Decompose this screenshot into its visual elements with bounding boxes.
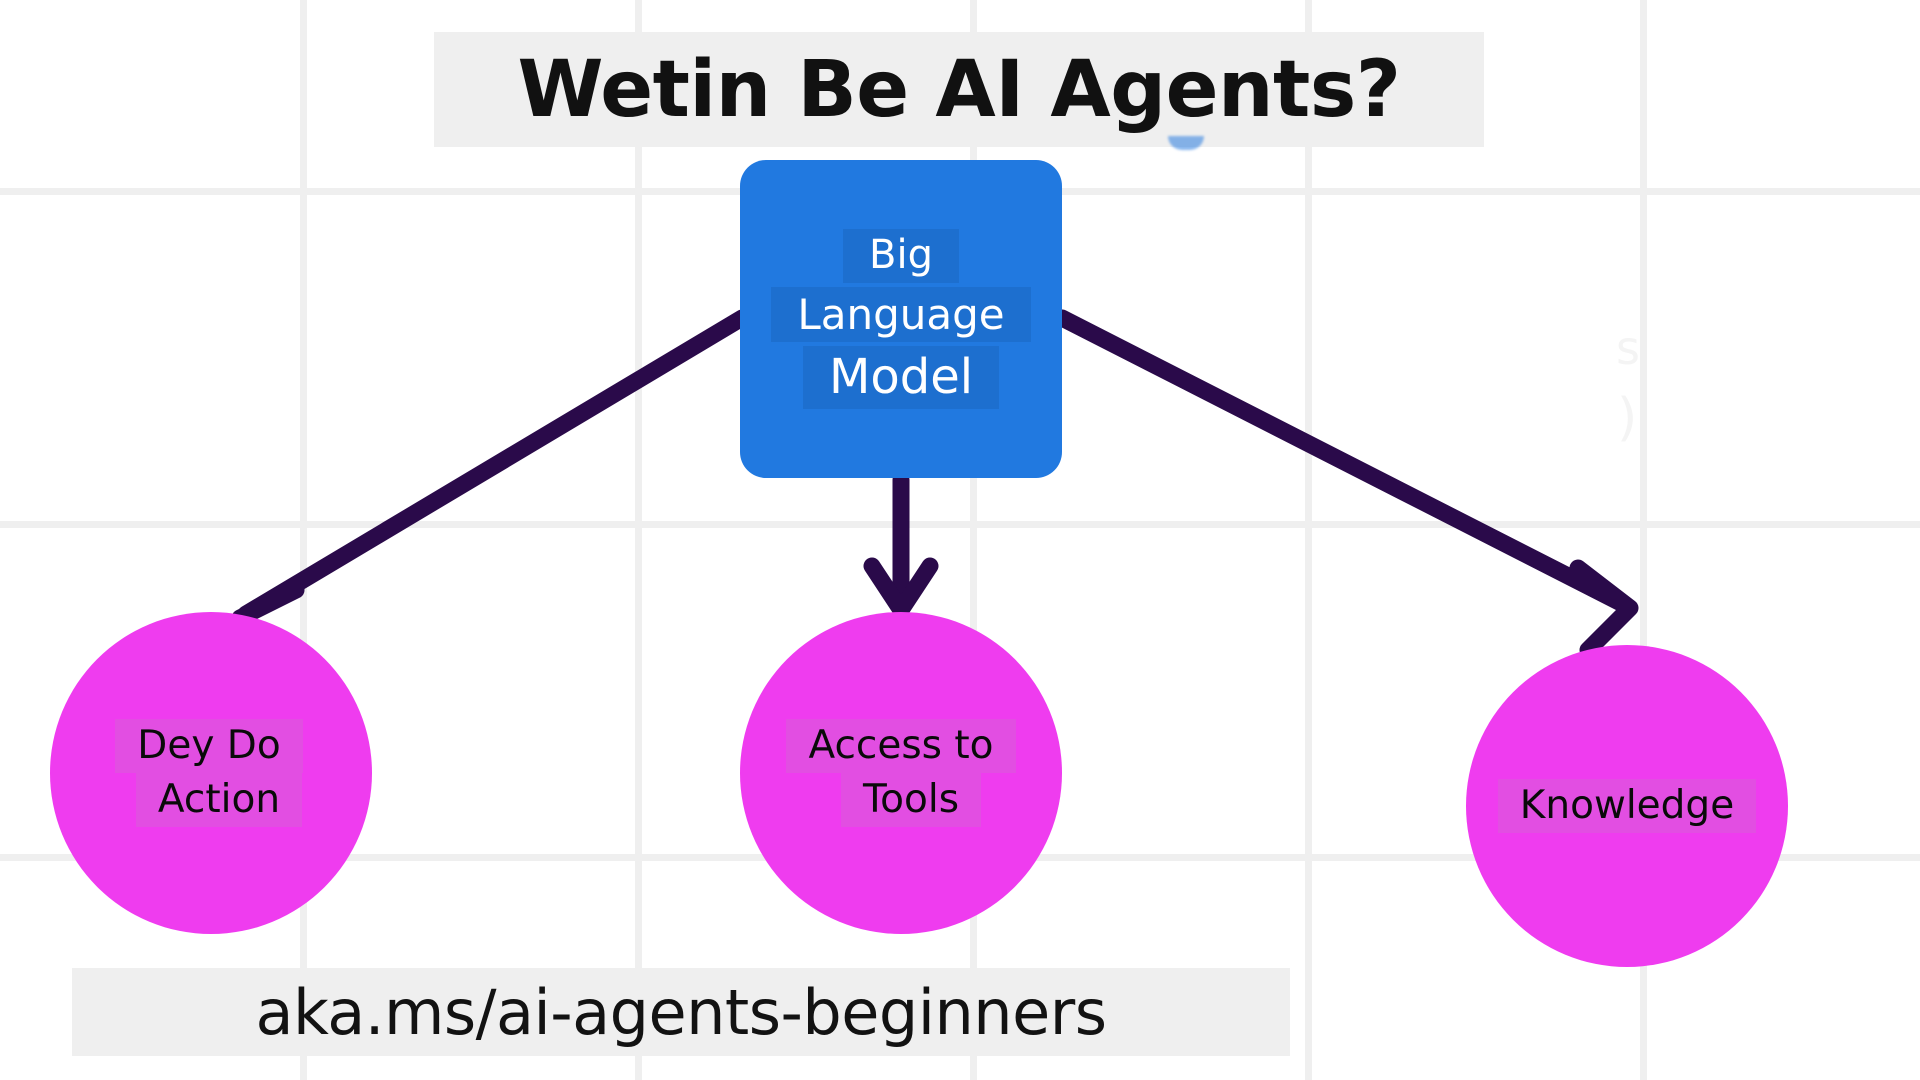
title-text: Wetin Be AI Agents? [517, 44, 1401, 135]
url-text: aka.ms/ai-agents-beginners [255, 975, 1107, 1049]
tools-line-1: Access to [786, 719, 1016, 773]
tools-line-2: Tools [840, 773, 982, 827]
node-knowledge[interactable]: Knowledge [1466, 645, 1788, 967]
node-dey-do-action[interactable]: Dey Do Action [50, 612, 372, 934]
node-big-language-model[interactable]: Big Language Model [740, 160, 1062, 478]
action-line-2: Action [135, 773, 303, 827]
page-title: Wetin Be AI Agents? [434, 32, 1484, 147]
arrow-llm-to-knowledge [1053, 309, 1639, 659]
url-highlight [72, 968, 1290, 1056]
title-highlight [434, 32, 1484, 147]
ghost-arc-artifact [1168, 136, 1204, 150]
llm-line-2: Language [771, 286, 1031, 343]
arrow-llm-to-tools [863, 471, 939, 619]
ghost-paren-artifact: ) [1617, 388, 1638, 448]
knowledge-line-1: Knowledge [1497, 779, 1757, 833]
llm-line-3: Model [802, 346, 1000, 409]
node-access-to-tools[interactable]: Access to Tools [740, 612, 1062, 934]
action-line-1: Dey Do [115, 719, 303, 773]
footer-url[interactable]: aka.ms/ai-agents-beginners [72, 968, 1290, 1056]
ghost-s-artifact: s [1616, 321, 1640, 375]
arrow-llm-to-action [231, 309, 751, 681]
llm-line-1: Big [843, 229, 959, 283]
